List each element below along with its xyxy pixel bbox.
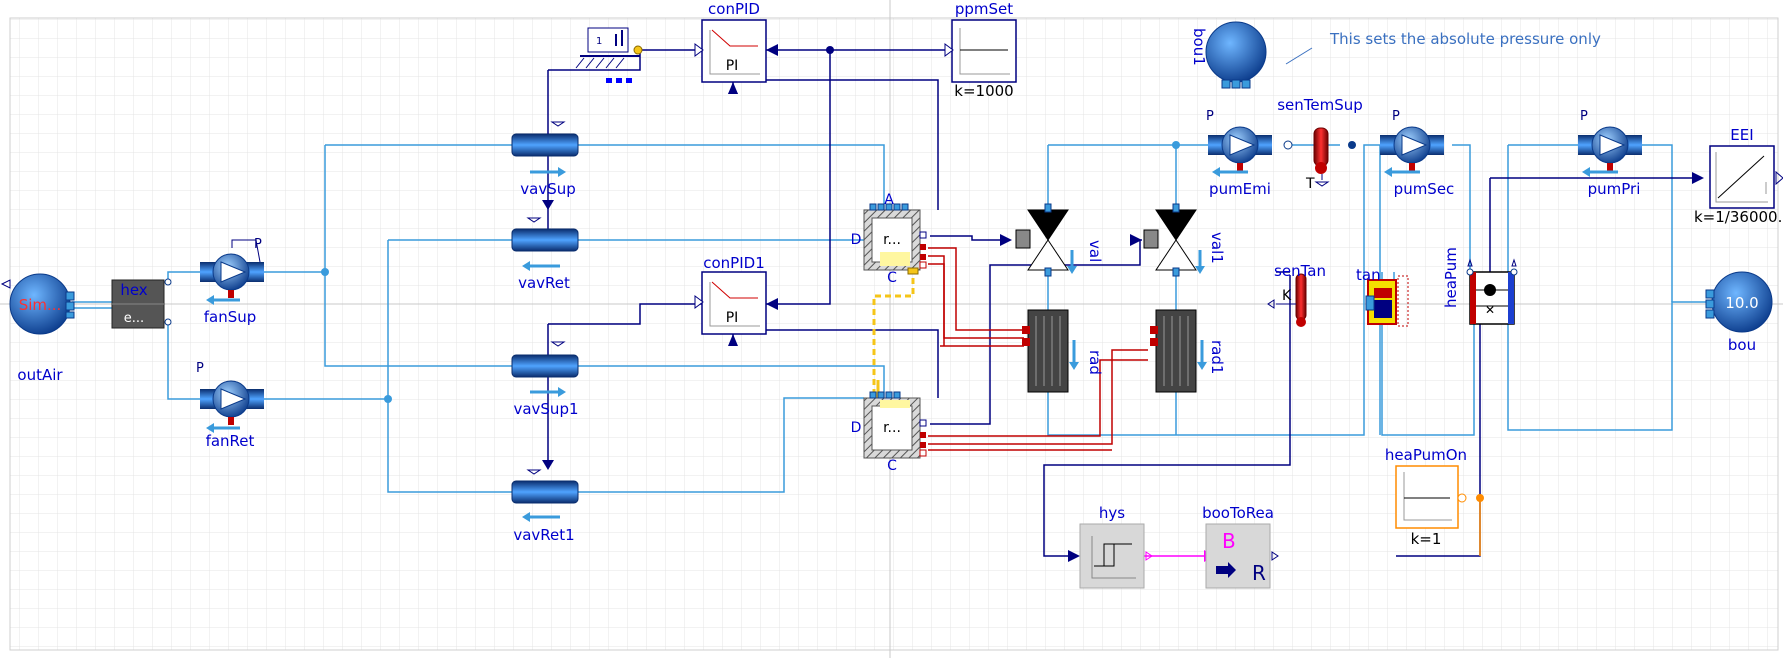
heat-connections: [928, 247, 1148, 451]
svg-text:1: 1: [596, 36, 602, 47]
conPID-label: conPID: [708, 0, 760, 18]
outAir-inner-label: Sim...: [19, 296, 62, 314]
annotation-note: This sets the absolute pressure only: [1329, 30, 1601, 48]
val1-component[interactable]: [1143, 203, 1205, 277]
senTan-label: senTan: [1274, 262, 1326, 280]
vavSup-label: vavSup: [520, 180, 576, 198]
booToRea-label: booToRea: [1202, 504, 1274, 522]
conPID-pi-text: PI: [726, 58, 739, 74]
pumEmi-P-label: P: [1206, 109, 1214, 124]
val1-label: val1: [1208, 232, 1226, 264]
room2-port-C: C: [887, 458, 897, 474]
fluid-connections: [72, 130, 1708, 493]
EEI-k: k=1/36000...: [1694, 208, 1783, 226]
heapumon-dot: [1476, 494, 1484, 502]
rad-component[interactable]: [1022, 309, 1079, 393]
senTan-sensor[interactable]: [1267, 273, 1307, 327]
conPID1-block[interactable]: PI: [694, 271, 767, 335]
vavSup1-component[interactable]: [511, 341, 579, 397]
bou-label: bou: [1728, 336, 1756, 354]
heaPumOn-label: heaPumOn: [1385, 446, 1467, 464]
bou-value: 10.0: [1725, 294, 1758, 312]
ppmSet-block[interactable]: [944, 19, 1017, 83]
booToRea-R: R: [1252, 561, 1266, 585]
vavSup1-label: vavSup1: [513, 400, 578, 418]
hex-component[interactable]: e...: [111, 278, 172, 329]
signal-junctions: [826, 46, 834, 54]
signal-arrowheads: [542, 44, 1704, 562]
hex-inner-label: e...: [124, 311, 144, 326]
bou1-boundary[interactable]: [1205, 21, 1267, 89]
note-pointer: [1285, 47, 1313, 65]
pumSec-component[interactable]: [1380, 126, 1444, 177]
rad1-label: rad1: [1208, 340, 1226, 374]
outAir-input-port: [0, 279, 11, 289]
room1-port-C: C: [887, 270, 897, 286]
booToRea-block[interactable]: B R: [1205, 523, 1279, 589]
conPID1-pi-text: PI: [726, 310, 739, 326]
bou1-label: bou1: [1190, 28, 1208, 66]
diagram-canvas: [9, 17, 1779, 651]
heaPum-label: heaPum: [1442, 247, 1460, 308]
room1-port-A: A: [884, 192, 894, 208]
EEI-label: EEI: [1730, 126, 1753, 144]
room1-port-D: D: [851, 232, 862, 248]
fanRet-P-label: P: [196, 361, 204, 376]
vavSup-component[interactable]: [511, 118, 579, 177]
tan-component[interactable]: [1365, 275, 1409, 327]
ppmSet-k: k=1000: [954, 82, 1013, 100]
val-label: val: [1086, 240, 1104, 262]
pumEmi-label: pumEmi: [1209, 180, 1271, 198]
hex-label: hex: [120, 281, 147, 299]
vavRet-component[interactable]: [511, 217, 579, 271]
room2-inner-label: r...: [883, 420, 901, 436]
senTan-K: K: [1282, 288, 1292, 304]
pumEmi-component[interactable]: [1208, 126, 1272, 177]
pumSec-label: pumSec: [1394, 180, 1455, 198]
room-link-dashed: [872, 268, 915, 400]
senTemSup-T: T: [1305, 176, 1315, 192]
heaPumOn-k: k=1: [1411, 530, 1442, 548]
rad-label: rad: [1086, 350, 1104, 375]
vavRet1-component[interactable]: [511, 469, 579, 522]
val-component[interactable]: [1015, 203, 1077, 277]
conPID-block[interactable]: PI: [694, 19, 767, 94]
hys-block[interactable]: [1079, 523, 1153, 589]
EEI-block[interactable]: [1709, 145, 1783, 209]
vavRet-label: vavRet: [518, 274, 570, 292]
tan-label: tan: [1356, 266, 1381, 284]
fluid-junctions: [321, 141, 1180, 403]
heaPum-component[interactable]: ✕: [1466, 258, 1518, 325]
pumSec-P-label: P: [1392, 109, 1400, 124]
pumPri-P-label: P: [1580, 109, 1588, 124]
plot-display-icon[interactable]: 1: [575, 27, 643, 83]
heaPumOn-block[interactable]: [1395, 465, 1467, 529]
outAir-boundary[interactable]: Sim...: [0, 273, 75, 335]
senTemSup-sensor[interactable]: [1283, 127, 1356, 187]
fanSup-component[interactable]: P: [200, 237, 264, 305]
room2-component[interactable]: r...: [863, 391, 927, 459]
svg-text:✕: ✕: [1485, 303, 1495, 317]
room1-component[interactable]: r...: [863, 203, 927, 275]
fanSup-label: fanSup: [204, 308, 257, 326]
room2-port-D: D: [851, 420, 862, 436]
outAir-label: outAir: [17, 366, 63, 384]
pumPri-label: pumPri: [1588, 180, 1641, 198]
fanRet-label: fanRet: [206, 432, 255, 450]
senTemSup-label: senTemSup: [1277, 96, 1363, 114]
rad1-component[interactable]: [1150, 309, 1207, 393]
pumPri-component[interactable]: [1578, 126, 1642, 177]
booToRea-B: B: [1222, 529, 1236, 553]
fanRet-component[interactable]: P: [196, 361, 264, 433]
ppmSet-label: ppmSet: [955, 0, 1013, 18]
conPID1-label: conPID1: [703, 254, 765, 272]
hys-label: hys: [1099, 504, 1125, 522]
vavRet1-label: vavRet1: [513, 526, 574, 544]
fanSup-P-label: P: [254, 237, 262, 252]
room1-inner-label: r...: [883, 232, 901, 248]
bou-boundary[interactable]: 10.0: [1705, 271, 1773, 333]
